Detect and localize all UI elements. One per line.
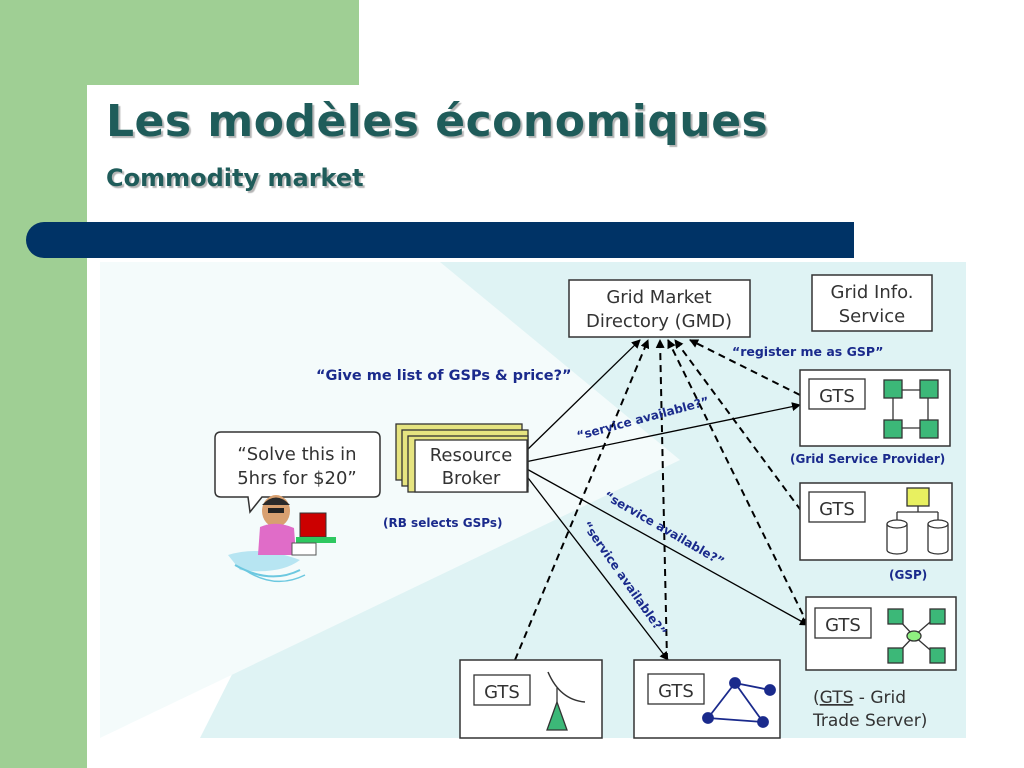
dashed-arrow-gts5 (655, 339, 668, 661)
gsp3-gts-label: GTS (825, 615, 861, 636)
gsp2-gts-label: GTS (819, 499, 855, 520)
gts-legend: (GTS - Grid Trade Server) (812, 688, 927, 731)
gsp1-gts-label: GTS (819, 386, 855, 407)
rb-label-line1: Resource (430, 445, 513, 466)
gis-label-line1: Grid Info. (831, 282, 914, 303)
gts4-gts-box (473, 674, 531, 706)
rb-to-gsp1-arrow (524, 402, 801, 463)
dashed-arrow-gts1 (689, 339, 801, 396)
rb-label-line2: Broker (442, 468, 501, 489)
diagram-wedge (100, 262, 680, 738)
top-green-block (87, 0, 359, 85)
gsp3-gts-box (814, 607, 872, 639)
dashed-arrow-gts2 (674, 339, 809, 521)
gsp2-database-icon (886, 487, 949, 555)
speech-bubble (214, 431, 381, 514)
gsp3-star-network-icon (887, 608, 946, 664)
solid-arrows (524, 339, 809, 661)
gmd-label-line2: Directory (GMD) (586, 311, 732, 332)
slide-title: Les modèles économiques (106, 96, 769, 147)
gsp2-gts-box (808, 491, 866, 523)
bubble-text-line2: 5hrs for $20” (237, 468, 357, 489)
gis-label-line2: Service (839, 306, 906, 327)
legend-line2: Trade Server) (812, 711, 927, 731)
gsp2-caption: (GSP) (889, 568, 927, 582)
bubble-text-line1: “Solve this in (237, 444, 356, 465)
gmd-label-line1: Grid Market (606, 287, 711, 308)
legend-gts-abbrev: GTS (820, 688, 854, 708)
rb-to-gmd-arrow (524, 339, 641, 453)
legend-line1: (GTS - Grid (813, 688, 906, 708)
gsp1-gts-box (808, 378, 866, 410)
user-at-computer-icon (228, 495, 336, 583)
gts4-dish-icon (546, 671, 586, 731)
slide-subtitle: Commodity market (106, 164, 364, 192)
rb-caption: (RB selects GSPs) (383, 516, 502, 530)
resource-broker-box (414, 439, 528, 493)
gmd-box (568, 279, 751, 338)
resource-broker: Resource Broker (395, 423, 529, 493)
rb-to-gsp3-arrow (524, 467, 809, 626)
gts5-gts-label: GTS (658, 681, 694, 702)
left-green-band (0, 0, 87, 768)
gts4-gts-label: GTS (484, 682, 520, 703)
give-list-label: “Give me list of GSPs & price?” (316, 368, 572, 384)
gsp1-caption: (Grid Service Provider) (790, 452, 945, 466)
dashed-arrow-gts3 (667, 339, 809, 626)
gts5-gts-box (647, 673, 705, 705)
register-label: “register me as GSP” (732, 344, 883, 359)
rb-to-gts5-arrow (524, 473, 669, 661)
grid-info-service-box (811, 274, 933, 332)
title-underline-bar (26, 222, 854, 258)
gsp1-network-icon (883, 379, 939, 439)
gts5-network-icon (702, 677, 776, 728)
